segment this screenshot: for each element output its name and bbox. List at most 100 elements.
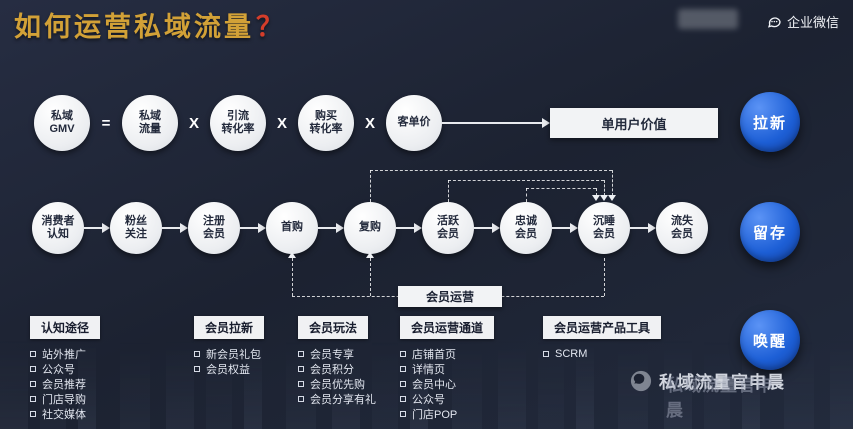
- wechat-work-brand: 企业微信: [766, 12, 839, 31]
- dashed-connector: [292, 258, 293, 296]
- watermark-text: 私域流量官申晨 私域流量官申晨: [659, 368, 785, 420]
- list-item-label: 会员积分: [310, 364, 354, 376]
- column-item-list: 会员专享 会员积分 会员优先购 会员分享有礼: [298, 348, 376, 406]
- dashed-connector: [448, 180, 604, 181]
- arrow-right-icon: [84, 223, 110, 233]
- stage-churned-member: 流失 会员: [656, 202, 708, 254]
- column-member-play: 会员玩法 会员专享 会员积分 会员优先购 会员分享有礼: [298, 316, 376, 406]
- dashed-connector: [604, 180, 605, 196]
- dashed-connector: [612, 170, 613, 196]
- square-bullet-icon: [194, 366, 200, 372]
- dashed-connector: [526, 188, 596, 189]
- arrow-right-icon: [552, 223, 578, 233]
- column-member-acquisition: 会员拉新 新会员礼包 会员权益: [194, 316, 265, 376]
- list-item-label: 会员优先购: [310, 379, 365, 391]
- side-circle-reawaken: 唤醒: [740, 310, 800, 370]
- list-item-label: 门店POP: [412, 409, 458, 421]
- list-item-label: 会员权益: [206, 364, 250, 376]
- side-circle-acquisition: 拉新: [740, 92, 800, 152]
- city-skyline-background: [0, 339, 853, 429]
- watermark-wechat-icon: [630, 370, 652, 392]
- list-item: 会员优先购: [298, 378, 376, 391]
- arrowhead-down-icon: [600, 195, 608, 201]
- square-bullet-icon: [30, 366, 36, 372]
- list-item: 站外推广: [30, 348, 100, 361]
- list-item: 门店导购: [30, 393, 100, 406]
- formula-traffic-circle: 私域 流量: [122, 95, 178, 151]
- list-item: 公众号: [400, 393, 494, 406]
- arrow-right-icon: [630, 223, 656, 233]
- square-bullet-icon: [400, 396, 406, 402]
- list-item: 公众号: [30, 363, 100, 376]
- dashed-connector: [596, 188, 597, 196]
- dashed-connector: [370, 258, 371, 296]
- brand-label: 企业微信: [786, 15, 839, 30]
- formula-gmv-circle: 私域 GMV: [34, 95, 90, 151]
- square-bullet-icon: [400, 351, 406, 357]
- list-item-label: 公众号: [42, 364, 75, 376]
- arrow-right-icon: [474, 223, 500, 233]
- column-header: 会员玩法: [298, 316, 369, 339]
- list-item-label: SCRM: [555, 348, 588, 360]
- arrowhead-down-icon: [608, 195, 616, 201]
- square-bullet-icon: [400, 366, 406, 372]
- square-bullet-icon: [30, 411, 36, 417]
- square-bullet-icon: [194, 351, 200, 357]
- watermark-text-ghost: 私域流量官申晨: [666, 376, 774, 420]
- dashed-connector: [526, 188, 527, 202]
- stage-repurchase: 复购: [344, 202, 396, 254]
- stage-register-member: 注册 会员: [188, 202, 240, 254]
- arrow-right-icon: [442, 118, 550, 128]
- list-item-label: 会员专享: [310, 349, 354, 361]
- square-bullet-icon: [400, 381, 406, 387]
- column-item-list: 店铺首页 详情页 会员中心 公众号 门店POP: [400, 348, 494, 421]
- dashed-connector: [448, 180, 449, 202]
- square-bullet-icon: [298, 351, 304, 357]
- list-item: 社交媒体: [30, 408, 100, 421]
- title-text: 如何运营私域流量: [14, 12, 254, 42]
- list-item: 详情页: [400, 363, 494, 376]
- multiply-sign: X: [364, 114, 375, 132]
- equals-sign: =: [101, 114, 111, 132]
- stage-first-purchase: 首购: [266, 202, 318, 254]
- column-header: 会员拉新: [194, 316, 265, 339]
- square-bullet-icon: [298, 381, 304, 387]
- list-item-label: 新会员礼包: [206, 349, 261, 361]
- list-item-label: 社交媒体: [42, 409, 86, 421]
- list-item: 新会员礼包: [194, 348, 264, 361]
- square-bullet-icon: [30, 351, 36, 357]
- list-item: 门店POP: [400, 408, 494, 421]
- square-bullet-icon: [543, 351, 549, 357]
- column-item-list: 站外推广 公众号 会员推荐 门店导购 社交媒体: [30, 348, 100, 421]
- formula-avg-order-value-circle: 客单价: [386, 95, 442, 151]
- list-item: 会员推荐: [30, 378, 100, 391]
- list-item-label: 店铺首页: [412, 349, 456, 361]
- list-item: 店铺首页: [400, 348, 494, 361]
- square-bullet-icon: [298, 396, 304, 402]
- arrow-right-icon: [318, 223, 344, 233]
- column-awareness-channels: 认知途径 站外推广 公众号 会员推荐 门店导购 社交媒体: [30, 316, 101, 421]
- dashed-connector: [604, 258, 605, 296]
- list-item-label: 会员分享有礼: [310, 394, 376, 406]
- title-question-mark: ？: [256, 12, 286, 42]
- dashed-connector: [370, 170, 371, 202]
- list-item-label: 公众号: [412, 394, 445, 406]
- square-bullet-icon: [30, 381, 36, 387]
- column-item-list: 新会员礼包 会员权益: [194, 348, 264, 376]
- multiply-sign: X: [276, 114, 287, 132]
- member-journey-row: 消费者 认知 粉丝 关注 注册 会员 首购 复购 活跃 会员 忠诚 会员 沉睡 …: [32, 202, 708, 254]
- list-item-label: 门店导购: [42, 394, 86, 406]
- arrowhead-up-icon: [288, 252, 296, 258]
- arrowhead-up-icon: [366, 252, 374, 258]
- arrow-right-icon: [240, 223, 266, 233]
- column-operation-channels: 会员运营通道 店铺首页 详情页 会员中心 公众号 门店POP: [400, 316, 495, 421]
- list-item: 会员积分: [298, 363, 376, 376]
- square-bullet-icon: [400, 411, 406, 417]
- list-item-label: 站外推广: [42, 349, 86, 361]
- column-item-list: SCRM: [543, 348, 661, 360]
- list-item: 会员权益: [194, 363, 264, 376]
- formula-lead-conversion-circle: 引流 转化率: [210, 95, 266, 151]
- gmv-formula-row: 私域 GMV = 私域 流量 X 引流 转化率 X 购买 转化率 X 客单价 单…: [34, 94, 718, 152]
- page-title: 如何运营私域流量？: [14, 5, 286, 44]
